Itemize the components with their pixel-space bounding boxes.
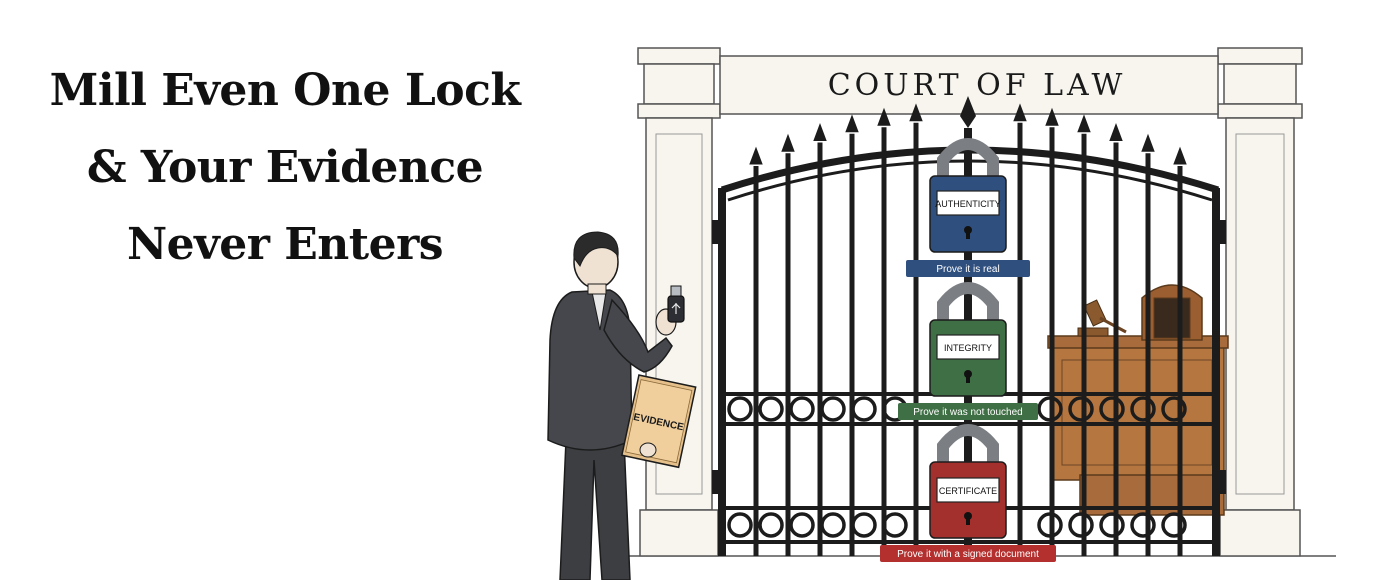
evidence-folder: EVIDENCE — [620, 374, 697, 469]
gate-ring — [851, 396, 877, 422]
gate-spike — [845, 114, 859, 133]
judge-bench — [1047, 284, 1229, 516]
gate-ring — [727, 396, 753, 422]
gate-ring — [1161, 512, 1187, 538]
lock-integrity-label: INTEGRITY — [944, 343, 992, 353]
lock-caption-authenticity: Prove it is real — [906, 260, 1030, 277]
lock-caption-integrity: Prove it was not touched — [898, 403, 1038, 420]
gate-spike — [1173, 146, 1187, 165]
gate-ring — [820, 396, 846, 422]
headline-line-1: Mill Even One Lock — [49, 65, 521, 116]
lock-integrity: INTEGRITY — [929, 282, 1007, 397]
usb-drive-icon — [667, 285, 685, 323]
gate-spike — [1141, 133, 1155, 152]
lock-caption-certificate: Prove it with a signed document — [880, 545, 1056, 562]
gate-spike — [749, 146, 763, 165]
gate-ring — [1099, 512, 1125, 538]
gate-spike — [1045, 107, 1059, 126]
keyhole-icon — [964, 370, 972, 383]
keyhole-icon — [964, 512, 972, 525]
gate-spike — [813, 123, 827, 141]
gate-ring — [789, 512, 815, 538]
gate-spike — [877, 107, 891, 126]
gate-spike — [781, 133, 795, 152]
gate-ring — [1037, 396, 1063, 422]
gate-ring — [1130, 512, 1156, 538]
gate-ring — [1037, 512, 1063, 538]
gate-ring — [882, 512, 908, 538]
gate-ring — [1099, 396, 1125, 422]
lock-certificate-caption: Prove it with a signed document — [897, 549, 1039, 560]
gate-ring — [851, 512, 877, 538]
gate-ring — [1068, 512, 1094, 538]
gate-ring — [1130, 396, 1156, 422]
gate-ring — [727, 512, 753, 538]
gate-ring — [758, 512, 784, 538]
right-pillar — [1217, 47, 1303, 557]
gavel-icon — [1077, 299, 1127, 337]
lock-certificate: CERTIFICATE — [929, 424, 1007, 539]
person-figure — [547, 231, 677, 580]
court-sign-text: COURT OF LAW — [828, 68, 1127, 103]
iron-gate — [712, 96, 1226, 556]
gate-ring — [1068, 396, 1094, 422]
lock-certificate-label: CERTIFICATE — [939, 486, 997, 496]
gate-spike — [1077, 114, 1091, 133]
gate-spike — [1109, 123, 1123, 141]
gate-ring — [820, 512, 846, 538]
gate-spike — [909, 103, 923, 122]
gate-ring — [789, 396, 815, 422]
lock-authenticity-caption: Prove it is real — [936, 264, 999, 275]
keyhole-icon — [964, 226, 972, 239]
lock-integrity-caption: Prove it was not touched — [913, 407, 1023, 418]
lock-authenticity-label: AUTHENTICITY — [935, 199, 1001, 209]
headline: Mill Even One Lock & Your Evidence Never… — [20, 52, 550, 283]
gate-ring — [1161, 396, 1187, 422]
gate-ring — [758, 396, 784, 422]
lock-authenticity: AUTHENTICITY — [929, 138, 1007, 253]
headline-line-3: Never Enters — [126, 219, 444, 270]
headline-line-2: & Your Evidence — [86, 142, 484, 193]
gate-spike — [1013, 103, 1027, 122]
